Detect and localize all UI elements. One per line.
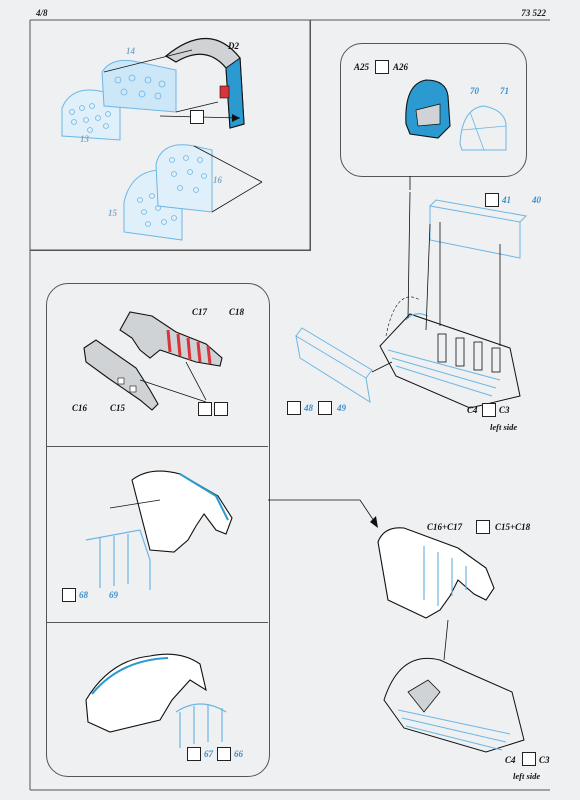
fuselage-half-bottom: [85, 653, 207, 733]
page-number: 4/8: [36, 8, 48, 18]
part-15-label: 15: [108, 208, 117, 218]
part-c18-label: C18: [229, 307, 245, 317]
part-69-label: 69: [109, 590, 118, 600]
part-13-label: 13: [80, 134, 89, 144]
glue-icon: [187, 747, 201, 761]
divider-2: [46, 622, 268, 623]
glue-icon: [287, 401, 301, 415]
part-71-label: 71: [500, 86, 509, 96]
sidewall-group-box: [46, 283, 270, 777]
canopy-box: [340, 43, 527, 177]
part-68-label: 68: [79, 590, 88, 600]
mirror-symmetry-icon: [375, 60, 389, 74]
instrument-panel-14: [101, 59, 177, 113]
assembled-fuselage-half: [377, 527, 495, 619]
part-70-label: 70: [470, 86, 479, 96]
left-side-assembled-label: left side: [513, 771, 541, 781]
glue-icon: [62, 588, 76, 602]
fold-icon: [190, 110, 204, 124]
part-49-label: 49: [337, 403, 346, 413]
part-c15-c18-label: C15+C18: [495, 522, 531, 532]
part-14-label: 14: [126, 46, 135, 56]
sidewall-c16: [83, 339, 159, 411]
part-c17-label: C17: [192, 307, 208, 317]
cockpit-tub: [379, 313, 521, 409]
part-c16-label: C16: [72, 403, 88, 413]
part-66-label: 66: [234, 749, 243, 759]
part-c4-assembled-label: C4: [505, 755, 516, 765]
part-c15-label: C15: [110, 403, 126, 413]
instrument-panel-16: [155, 144, 213, 213]
mirror-symmetry-icon: [482, 403, 496, 417]
frame-etch-68: [85, 529, 151, 590]
part-40-label: 40: [532, 195, 541, 205]
canopy-frame-70: [459, 105, 507, 151]
sidewall-c17: [119, 311, 223, 367]
part-d2-label: D2: [228, 41, 239, 51]
part-c3-assembled-label: C3: [539, 755, 550, 765]
sidewall-etch-48: [295, 327, 373, 404]
mirror-symmetry-icon: [214, 402, 228, 416]
frame-etch-67: [175, 703, 227, 748]
glue-icon: [485, 193, 499, 207]
part-a26-label: A26: [393, 62, 409, 72]
canopy-part-a25: [405, 79, 451, 139]
mirror-symmetry-icon: [476, 520, 490, 534]
assembled-cockpit-tub: [383, 657, 525, 753]
part-a25-label: A25: [354, 62, 370, 72]
part-c3-label: C3: [499, 405, 510, 415]
panel-shroud-d2: [164, 37, 245, 129]
part-41-label: 41: [502, 195, 511, 205]
mirror-symmetry-icon: [318, 401, 332, 415]
left-side-label: left side: [490, 422, 518, 432]
sill-part-40: [429, 199, 528, 259]
mirror-symmetry-icon: [217, 747, 231, 761]
part-48-label: 48: [304, 403, 313, 413]
fold-icon: [198, 402, 212, 416]
part-c4-label: C4: [467, 405, 478, 415]
product-code: 73 522: [521, 8, 546, 18]
part-67-label: 67: [204, 749, 213, 759]
mirror-symmetry-icon: [522, 752, 536, 766]
part-16-label: 16: [213, 175, 222, 185]
part-c16-c17-label: C16+C17: [427, 522, 463, 532]
fuselage-half-mid: [131, 470, 233, 553]
divider-1: [46, 446, 268, 447]
